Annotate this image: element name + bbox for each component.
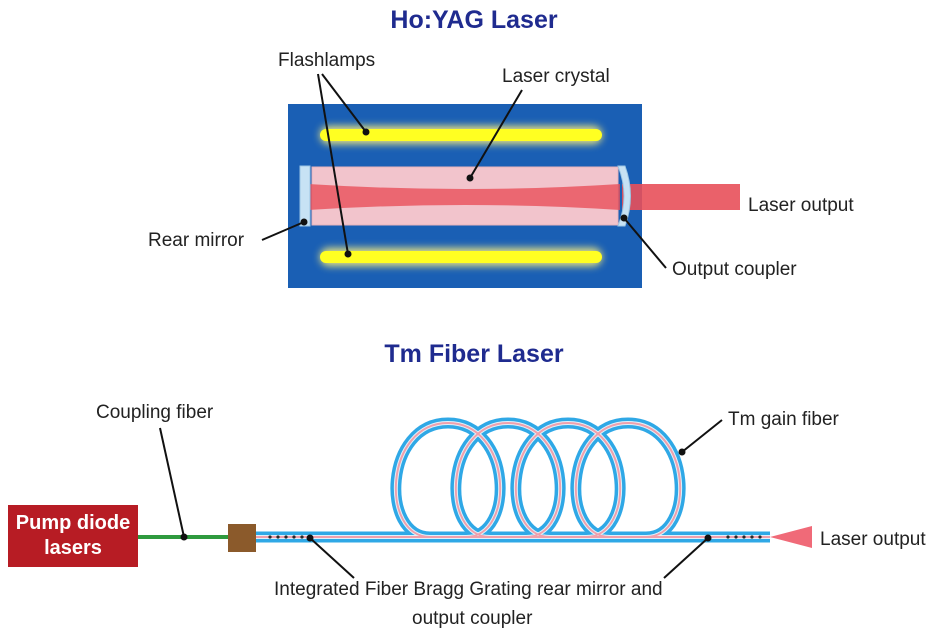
output-coupler bbox=[617, 165, 631, 227]
pump-diode-lasers: Pump diode lasers bbox=[8, 505, 138, 567]
flashlamp-bottom bbox=[320, 248, 602, 266]
output-laser-beam bbox=[622, 184, 740, 210]
hoyag-cavity bbox=[288, 104, 740, 288]
pump-label-line1: Pump diode bbox=[16, 512, 130, 534]
label-tm-gain-fiber: Tm gain fiber bbox=[728, 409, 840, 430]
label-grating-line2: output coupler bbox=[412, 608, 533, 629]
fiber-bragg-gratings bbox=[268, 535, 762, 539]
fiber-connector bbox=[228, 524, 256, 552]
label-laser-crystal: Laser crystal bbox=[502, 66, 610, 87]
hoyag-leader-lines bbox=[261, 73, 667, 269]
fiber-output-beam bbox=[770, 526, 812, 548]
label-hoyag-laser-output: Laser output bbox=[748, 195, 854, 216]
pump-label-line2: lasers bbox=[44, 537, 102, 559]
tm-leader-lines bbox=[159, 419, 723, 579]
label-coupling-fiber: Coupling fiber bbox=[96, 402, 214, 423]
hoyag-title: Ho:YAG Laser bbox=[390, 6, 557, 34]
internal-laser-beam bbox=[308, 184, 620, 210]
tm-gain-fiber bbox=[256, 417, 770, 543]
tm-title: Tm Fiber Laser bbox=[384, 340, 563, 368]
label-output-coupler: Output coupler bbox=[672, 259, 797, 280]
flashlamp-top bbox=[320, 126, 602, 144]
label-flashlamps: Flashlamps bbox=[278, 50, 375, 71]
label-rear-mirror: Rear mirror bbox=[148, 230, 245, 251]
label-fiber-laser-output: Laser output bbox=[820, 529, 926, 550]
label-grating-line1: Integrated Fiber Bragg Grating rear mirr… bbox=[274, 579, 663, 600]
rear-mirror bbox=[299, 165, 311, 227]
